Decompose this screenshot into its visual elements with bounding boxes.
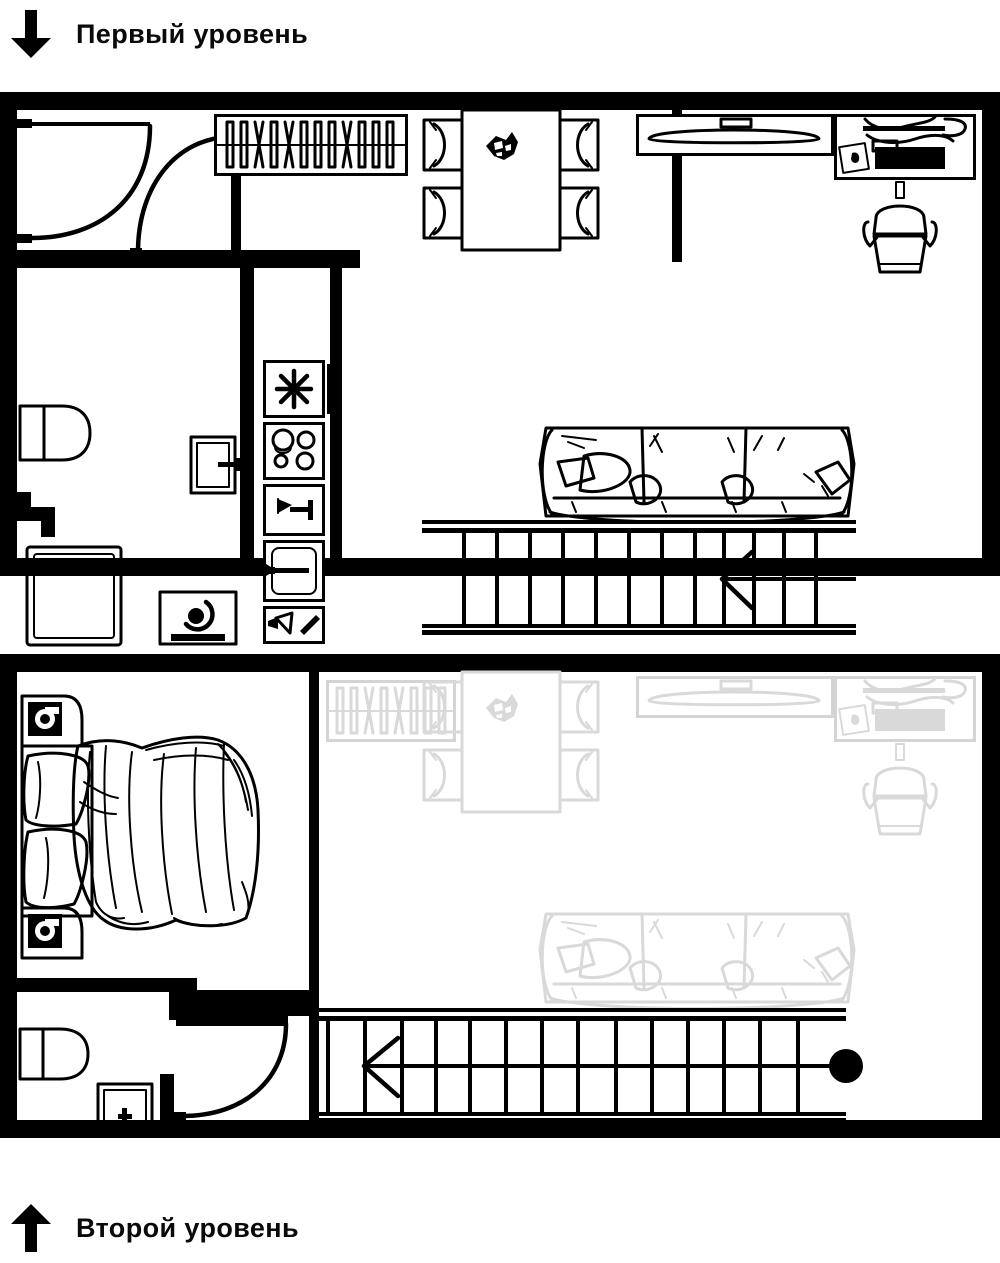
toilet xyxy=(18,1026,94,1082)
kitchen-sink xyxy=(263,540,325,602)
wall-niche-divider xyxy=(672,110,682,262)
ghost-three-seat-sofa xyxy=(532,902,862,1022)
double-bed xyxy=(20,732,280,972)
refrigerator xyxy=(263,360,325,418)
level-caption-second: Второй уровень xyxy=(8,1200,299,1256)
wall-bedroom-bathroom xyxy=(17,978,197,992)
staircase-up xyxy=(318,1006,878,1130)
glassware-cabinet xyxy=(263,484,325,536)
level-caption-second-label: Второй уровень xyxy=(76,1212,299,1243)
floor-plan-level-second xyxy=(0,654,1000,1138)
level-caption-first-label: Первый уровень xyxy=(76,18,309,49)
toilet xyxy=(18,402,94,464)
interior-door-hall xyxy=(168,1008,298,1130)
staircase-down xyxy=(422,518,856,640)
entry-door xyxy=(10,106,170,266)
ghost-table-centrepiece xyxy=(486,694,518,722)
ghost-desk-with-monitor xyxy=(636,676,834,718)
floor-field-void xyxy=(317,672,982,1120)
night-stand-with-lamp xyxy=(20,906,86,962)
bed-pillow xyxy=(22,827,89,910)
wash-basin xyxy=(188,434,248,496)
cooktop-four-burners xyxy=(263,422,325,480)
wall-shower-notch xyxy=(17,492,31,508)
washing-machine xyxy=(158,590,238,646)
wall-shower-nib-v xyxy=(41,507,55,537)
level-caption-first: Первый уровень xyxy=(8,6,308,62)
office-chair xyxy=(856,180,944,280)
keyboard-and-mouse xyxy=(834,114,976,180)
interior-door-hall xyxy=(122,122,302,272)
ghost-dining-chair xyxy=(422,748,464,802)
duvet xyxy=(71,735,260,931)
floor-plan-level-first xyxy=(0,92,1000,647)
dining-chair xyxy=(558,186,600,240)
wall-kitchen-left xyxy=(240,250,254,558)
ghost-dining-chair xyxy=(422,680,464,734)
floor-field-hall-2 xyxy=(177,1009,317,1120)
utensils-drawer xyxy=(263,606,325,644)
ghost-dining-table-group xyxy=(418,670,604,922)
wall-kitchen-right xyxy=(330,250,342,558)
arrow-up-icon xyxy=(11,1204,51,1252)
wash-basin xyxy=(96,1082,154,1130)
dining-chair xyxy=(422,186,464,240)
wall-bathroom-top xyxy=(0,250,360,268)
ghost-office-chair xyxy=(856,742,944,842)
bed-pillow xyxy=(22,751,91,828)
table-centrepiece xyxy=(486,132,518,160)
wall-hall-bottom xyxy=(177,1006,319,1016)
refrigerator-handle xyxy=(327,364,335,414)
wall-bathroom-right xyxy=(160,1074,174,1120)
wardrobe-with-clothes xyxy=(214,114,408,176)
ghost-dining-chair xyxy=(558,748,600,802)
desk-with-monitor xyxy=(636,114,834,156)
arrow-left-icon xyxy=(719,549,755,611)
arrow-down-icon xyxy=(11,10,51,58)
dining-chair xyxy=(558,118,600,172)
floor-field-bathroom xyxy=(17,262,247,558)
ghost-keyboard-and-mouse xyxy=(834,676,976,742)
ghost-dining-chair xyxy=(558,680,600,734)
wall-void-left xyxy=(309,672,319,1120)
dining-table-group xyxy=(418,108,604,360)
arrow-left-icon xyxy=(361,1035,401,1099)
dining-chair xyxy=(422,118,464,172)
night-stand-with-lamp xyxy=(20,694,86,750)
start-point-marker xyxy=(829,1049,863,1083)
shower-tray xyxy=(24,544,124,648)
